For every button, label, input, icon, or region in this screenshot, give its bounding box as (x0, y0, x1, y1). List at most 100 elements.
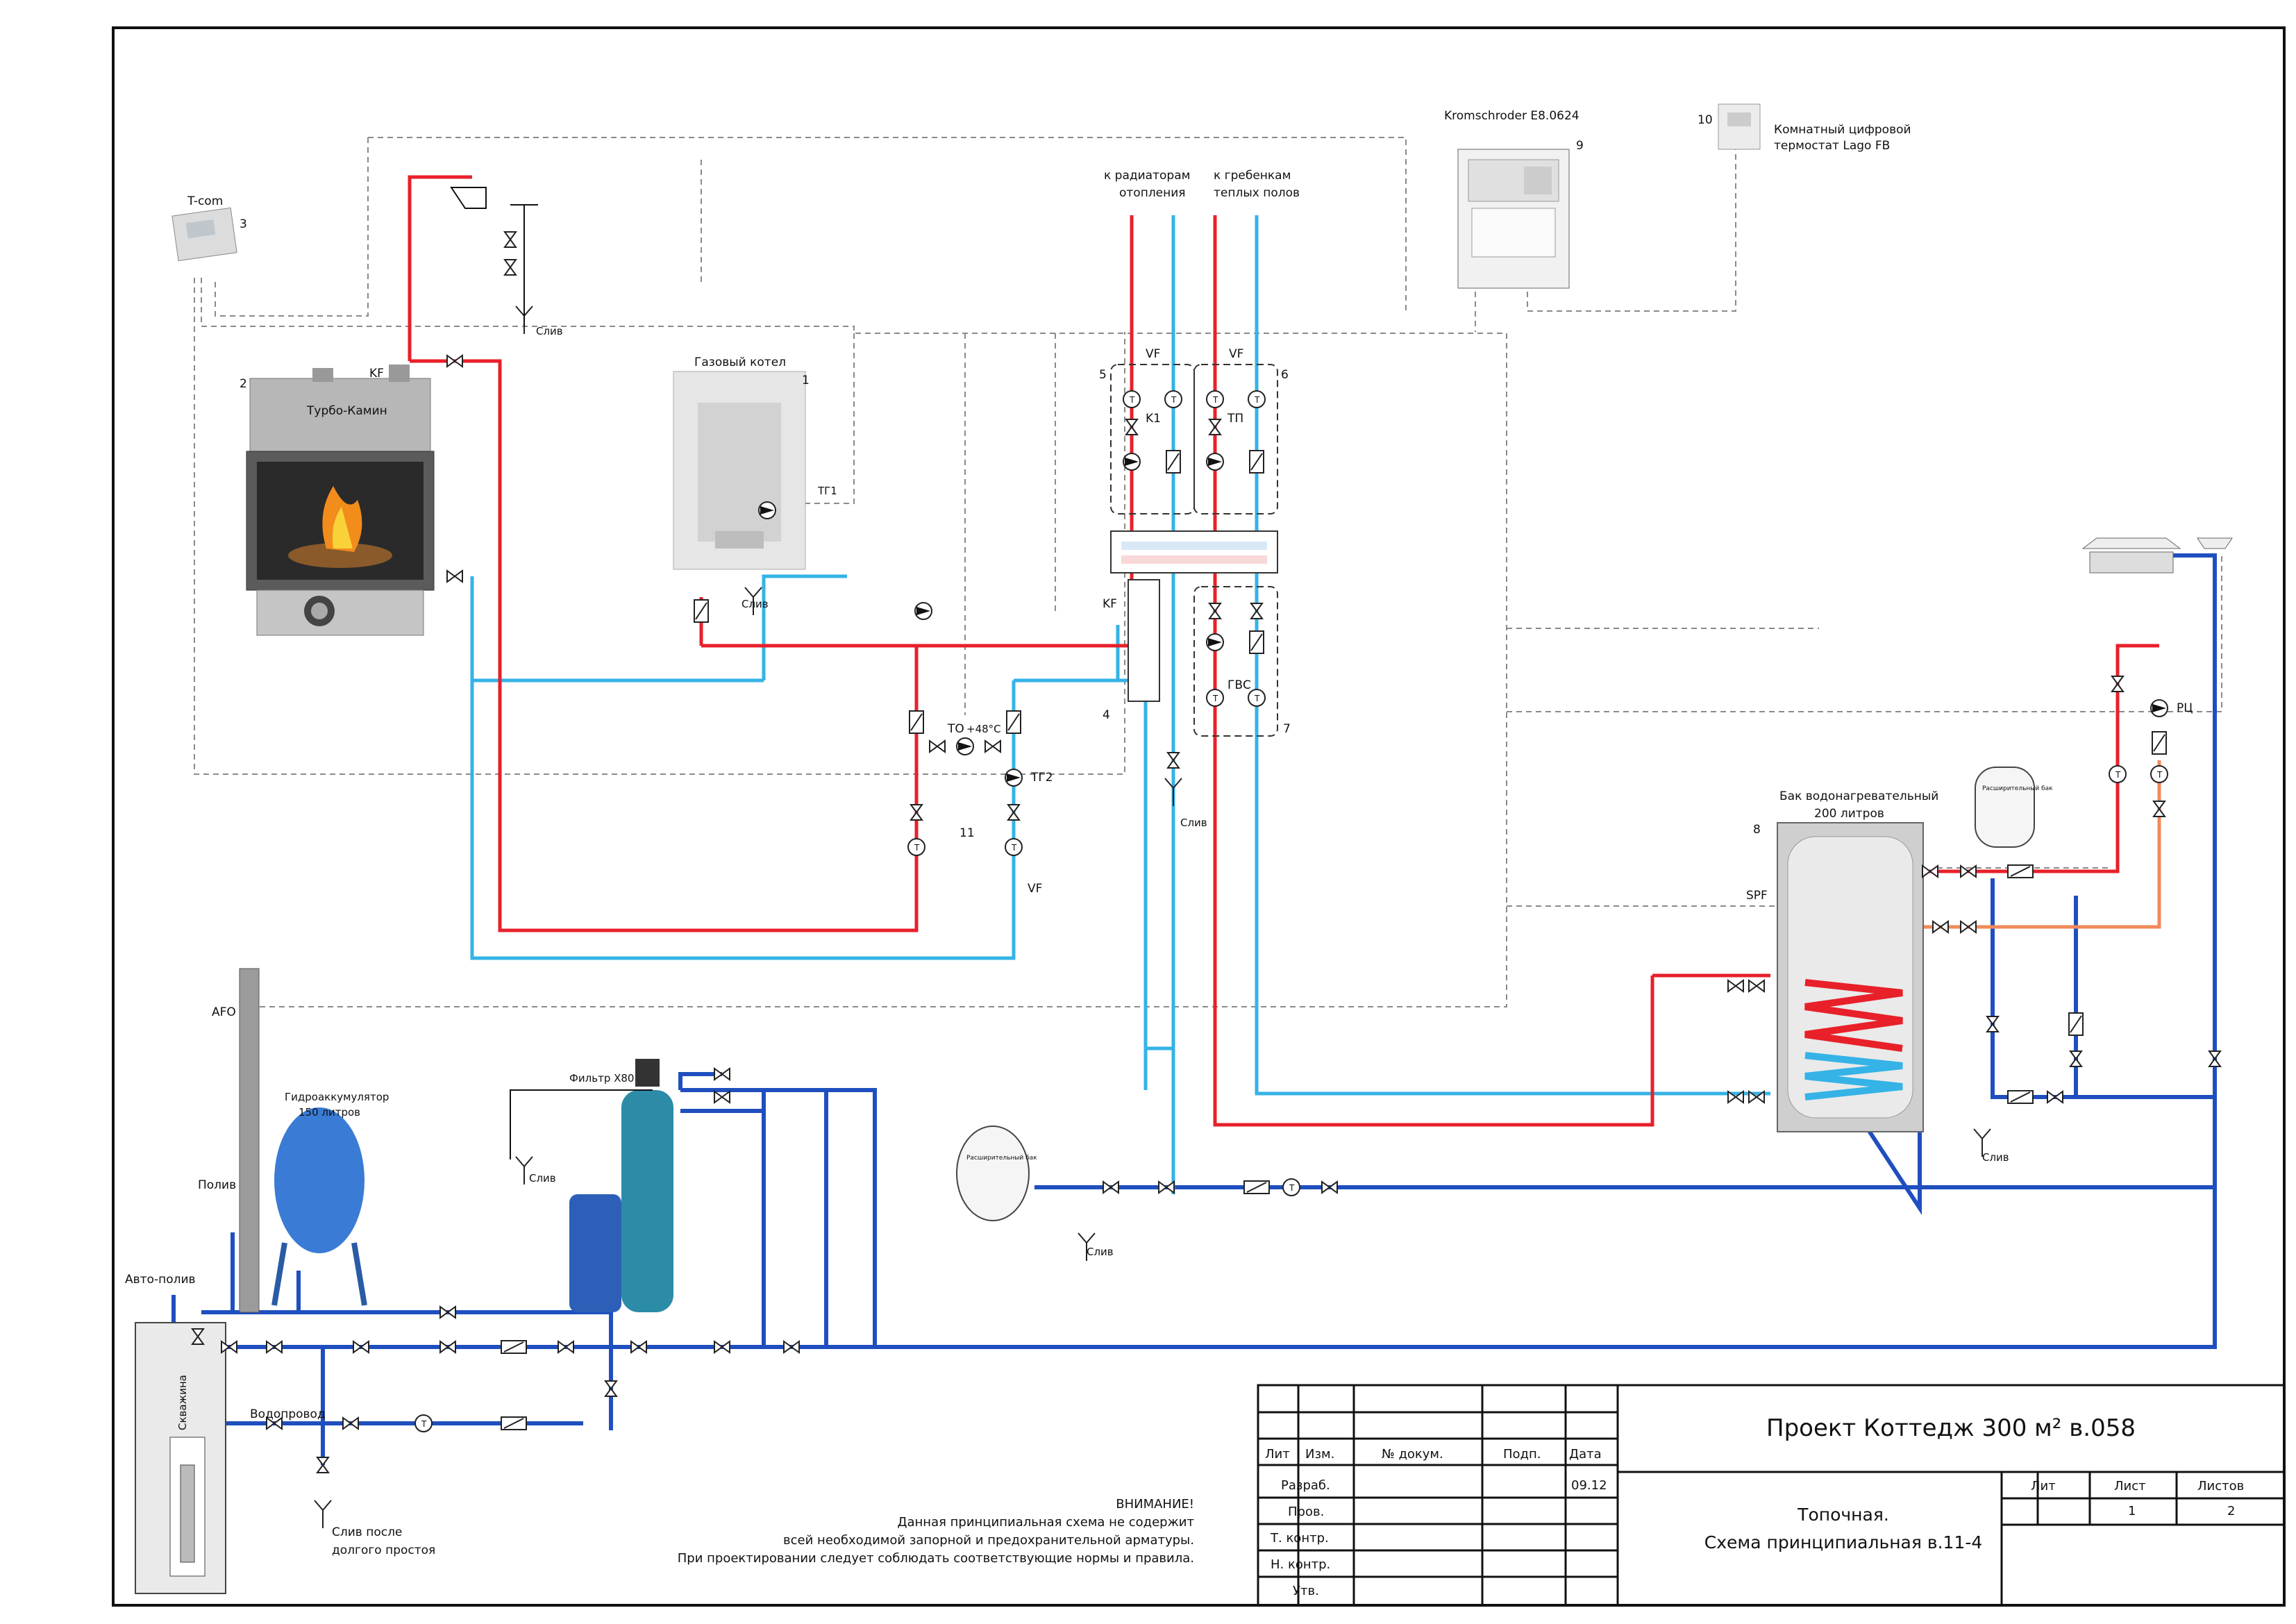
notice-line-2: всей необходимой запорной и предохраните… (783, 1533, 1194, 1548)
label-slive-2: Слив (1180, 817, 1207, 829)
shower-fixture (2081, 537, 2181, 574)
label-gvs: ГВС (1227, 678, 1251, 692)
label-to: ТО (947, 722, 964, 736)
label-num-6: 6 (1281, 368, 1289, 382)
label-rc: РЦ (2177, 701, 2193, 715)
notice-line-1: Данная принципиальная схема не содержит (897, 1515, 1194, 1530)
project-title: Проект Коттедж 300 м² в.058 (1766, 1414, 2136, 1442)
label-gas-boiler: Газовый котел (694, 355, 786, 369)
label-kf-fireplace: KF (369, 367, 384, 380)
hdr-listov: Листов (2197, 1479, 2244, 1493)
label-to-radiators-1: к радиаторам (1104, 169, 1190, 183)
notice-title: ВНИМАНИЕ! (1116, 1497, 1194, 1512)
label-afo: AFO (212, 1005, 236, 1019)
label-num-5: 5 (1099, 368, 1107, 382)
label-vodoprovod: Водопровод (250, 1407, 326, 1421)
row-prov: Пров. (1288, 1505, 1324, 1519)
label-exp-tank-dhw: Расширительный бак (1982, 785, 2053, 792)
gas-boiler (673, 371, 806, 570)
label-tg1: ТГ1 (817, 485, 837, 497)
filter-drain-line (510, 1089, 653, 1160)
list-value: 1 (2128, 1504, 2136, 1518)
label-slive-5: Слив (529, 1172, 556, 1184)
drawing-frame (112, 26, 2286, 1607)
listov-value: 2 (2227, 1504, 2235, 1518)
water-well (135, 1322, 226, 1594)
label-num-3: 3 (240, 217, 247, 231)
kromschroder-controller (1457, 149, 1570, 289)
label-slive-1: Слив (536, 325, 563, 337)
label-boiler-tank-2: 200 литров (1814, 807, 1884, 821)
label-slive-4: Слив (1087, 1246, 1114, 1258)
label-tg2: ТГ2 (1030, 771, 1053, 785)
water-heater-tank (1777, 822, 1924, 1132)
col-sign: Подп. (1503, 1447, 1541, 1462)
label-kromschroder: Kromschroder E8.0624 (1444, 109, 1579, 123)
boiler-pump-icon (758, 501, 776, 519)
label-num-10: 10 (1698, 113, 1713, 127)
drawing-name-2: Схема принципиальная в.11-4 (1704, 1532, 1983, 1552)
label-turbo-kamin: Турбо-Камин (306, 404, 387, 418)
label-hydro-1: Гидроаккумулятор (285, 1091, 389, 1103)
col-lit: Лит (1265, 1447, 1290, 1462)
label-to-floors-2: теплых полов (1214, 186, 1300, 200)
label-num-11: 11 (960, 826, 975, 840)
label-num-7: 7 (1283, 722, 1291, 736)
title-block-text: Проект Коттедж 300 м² в.058 Топочная. Сх… (1265, 1414, 2244, 1598)
row-nkontr: Н. контр. (1271, 1557, 1330, 1572)
row-tkontr: Т. контр. (1270, 1531, 1329, 1546)
row-razrab: Разраб. (1281, 1478, 1330, 1493)
distribution-manifold (1110, 530, 1278, 574)
turbo-fireplace (246, 365, 435, 636)
label-vf-1: VF (1146, 347, 1160, 361)
label-vf-2: VF (1229, 347, 1243, 361)
label-slive-after-1: Слив после (332, 1525, 402, 1539)
label-slive-boiler: Слив (741, 598, 769, 610)
notice: ВНИМАНИЕ! Данная принципиальная схема не… (678, 1497, 1194, 1566)
label-exp-tank-heating: Расширительный бак (966, 1155, 1037, 1162)
label-k1: K1 (1146, 412, 1161, 426)
title-block (1257, 1384, 2286, 1607)
labels: к радиаторам отопления к гребенкам теплы… (125, 109, 2193, 1557)
label-boiler-tank-1: Бак водонагревательный (1779, 789, 1938, 803)
label-spf: SPF (1746, 889, 1768, 903)
label-thermostat-2: термостат Lago FB (1774, 139, 1890, 153)
label-slive-3: Слив (1982, 1151, 2009, 1164)
hydraulic-separator (1128, 579, 1160, 702)
sink-fixture (2197, 537, 2233, 549)
room-thermostat (1718, 103, 1761, 150)
label-vf-3: VF (1028, 882, 1042, 896)
col-doc: № докум. (1382, 1447, 1443, 1462)
label-slive-after-2: долгого простоя (332, 1543, 435, 1557)
label-tp: ТП (1227, 412, 1243, 426)
label-thermostat-1: Комнатный цифровой (1774, 123, 1911, 137)
label-hydro-2: 150 литров (299, 1106, 360, 1119)
label-num-8: 8 (1753, 823, 1761, 837)
col-izm: Изм. (1305, 1447, 1334, 1462)
heating-group-modules (1110, 364, 1278, 737)
label-to-floors-1: к гребенкам (1214, 169, 1291, 183)
hydro-accumulator (271, 1107, 367, 1306)
return-pipes (470, 215, 1770, 1194)
safety-group (450, 187, 538, 326)
row-utv: Утв. (1293, 1584, 1319, 1598)
label-poliv: Полив (198, 1178, 236, 1192)
label-avto-poliv: Авто-полив (125, 1273, 196, 1287)
col-date: Дата (1569, 1447, 1602, 1462)
hdr-list: Лист (2114, 1479, 2146, 1493)
label-to-radiators-2: отопления (1119, 186, 1186, 200)
expansion-tank-dhw (1975, 767, 2035, 848)
notice-line-3: При проектировании следует соблюдать соо… (678, 1551, 1194, 1566)
label-skvazhina: Скважина (176, 1375, 189, 1430)
expansion-tank-heating (956, 1125, 1030, 1221)
label-filter: Фильтр X80 (569, 1072, 634, 1085)
label-kf-separator: KF (1103, 597, 1117, 611)
tcom-controller (171, 207, 237, 262)
label-to-temp: +48°C (966, 723, 1001, 735)
label-tcom: T-com (187, 194, 223, 208)
water-filter (569, 1059, 673, 1312)
hdr-lit: Лит (2031, 1479, 2056, 1493)
label-num-1: 1 (802, 374, 810, 387)
chimney-wall (239, 968, 260, 1313)
